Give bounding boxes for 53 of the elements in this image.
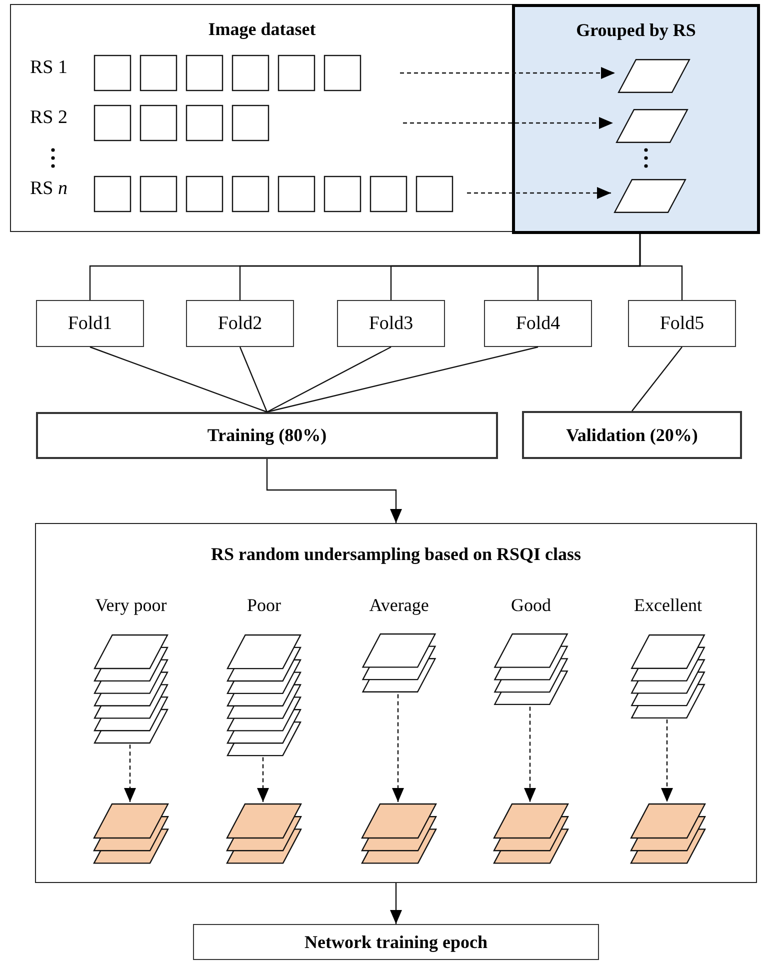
process-box	[522, 411, 742, 459]
class-label: Poor	[246, 594, 281, 617]
box-label: Fold1	[68, 312, 112, 334]
arrow	[400, 67, 615, 79]
arrow	[392, 694, 404, 802]
image-group-parallelogram	[614, 179, 686, 213]
sampled-stack-drawing	[361, 803, 437, 865]
class-label: Very poor	[95, 594, 167, 617]
process-box	[36, 412, 498, 459]
connector-line	[266, 346, 538, 413]
box-label: Fold5	[660, 312, 704, 334]
connector-line	[90, 346, 268, 413]
row-label: RS n	[30, 178, 68, 200]
sampling-panel	[35, 523, 757, 883]
panel-title: Image dataset	[207, 19, 317, 40]
box-label: Fold4	[516, 312, 560, 334]
class-label: Average	[369, 594, 429, 617]
panel-title: Grouped by RS	[575, 20, 697, 41]
panel-title: RS random undersampling based on RSQI class	[210, 544, 582, 565]
box-label: Network training epoch	[304, 932, 488, 952]
row-label: RS 2	[30, 107, 68, 129]
arrow	[266, 459, 402, 523]
process-box	[193, 924, 599, 960]
arrow	[661, 719, 673, 802]
process-box	[36, 300, 144, 347]
sampled-stack-drawing	[226, 803, 302, 865]
class-label: Excellent	[634, 594, 702, 617]
grouped-panel	[512, 4, 760, 234]
connector-line	[639, 234, 683, 300]
connector-line	[266, 346, 392, 413]
arrow	[390, 883, 402, 924]
arrow	[257, 757, 269, 802]
image-group-parallelogram	[618, 59, 690, 93]
connector-line	[239, 346, 268, 412]
arrow	[467, 187, 611, 199]
box-label: Fold3	[368, 312, 414, 334]
box-label: Fold2	[218, 312, 262, 334]
sampled-stack-drawing	[493, 803, 569, 865]
class-label: Good	[511, 594, 551, 617]
arrow	[124, 744, 136, 802]
process-box	[337, 300, 445, 347]
box-label: Training (80%)	[207, 425, 327, 446]
sampled-stack-drawing	[630, 803, 706, 865]
connector-line	[632, 346, 682, 412]
image-group-parallelogram	[616, 109, 688, 143]
process-box	[186, 300, 294, 347]
arrow	[524, 706, 536, 802]
process-box	[628, 300, 736, 347]
box-label: Validation (20%)	[566, 424, 698, 446]
row-label: RS 1	[30, 57, 68, 79]
process-box	[484, 300, 592, 347]
sampled-stack-drawing	[93, 803, 169, 865]
arrow	[403, 117, 613, 129]
